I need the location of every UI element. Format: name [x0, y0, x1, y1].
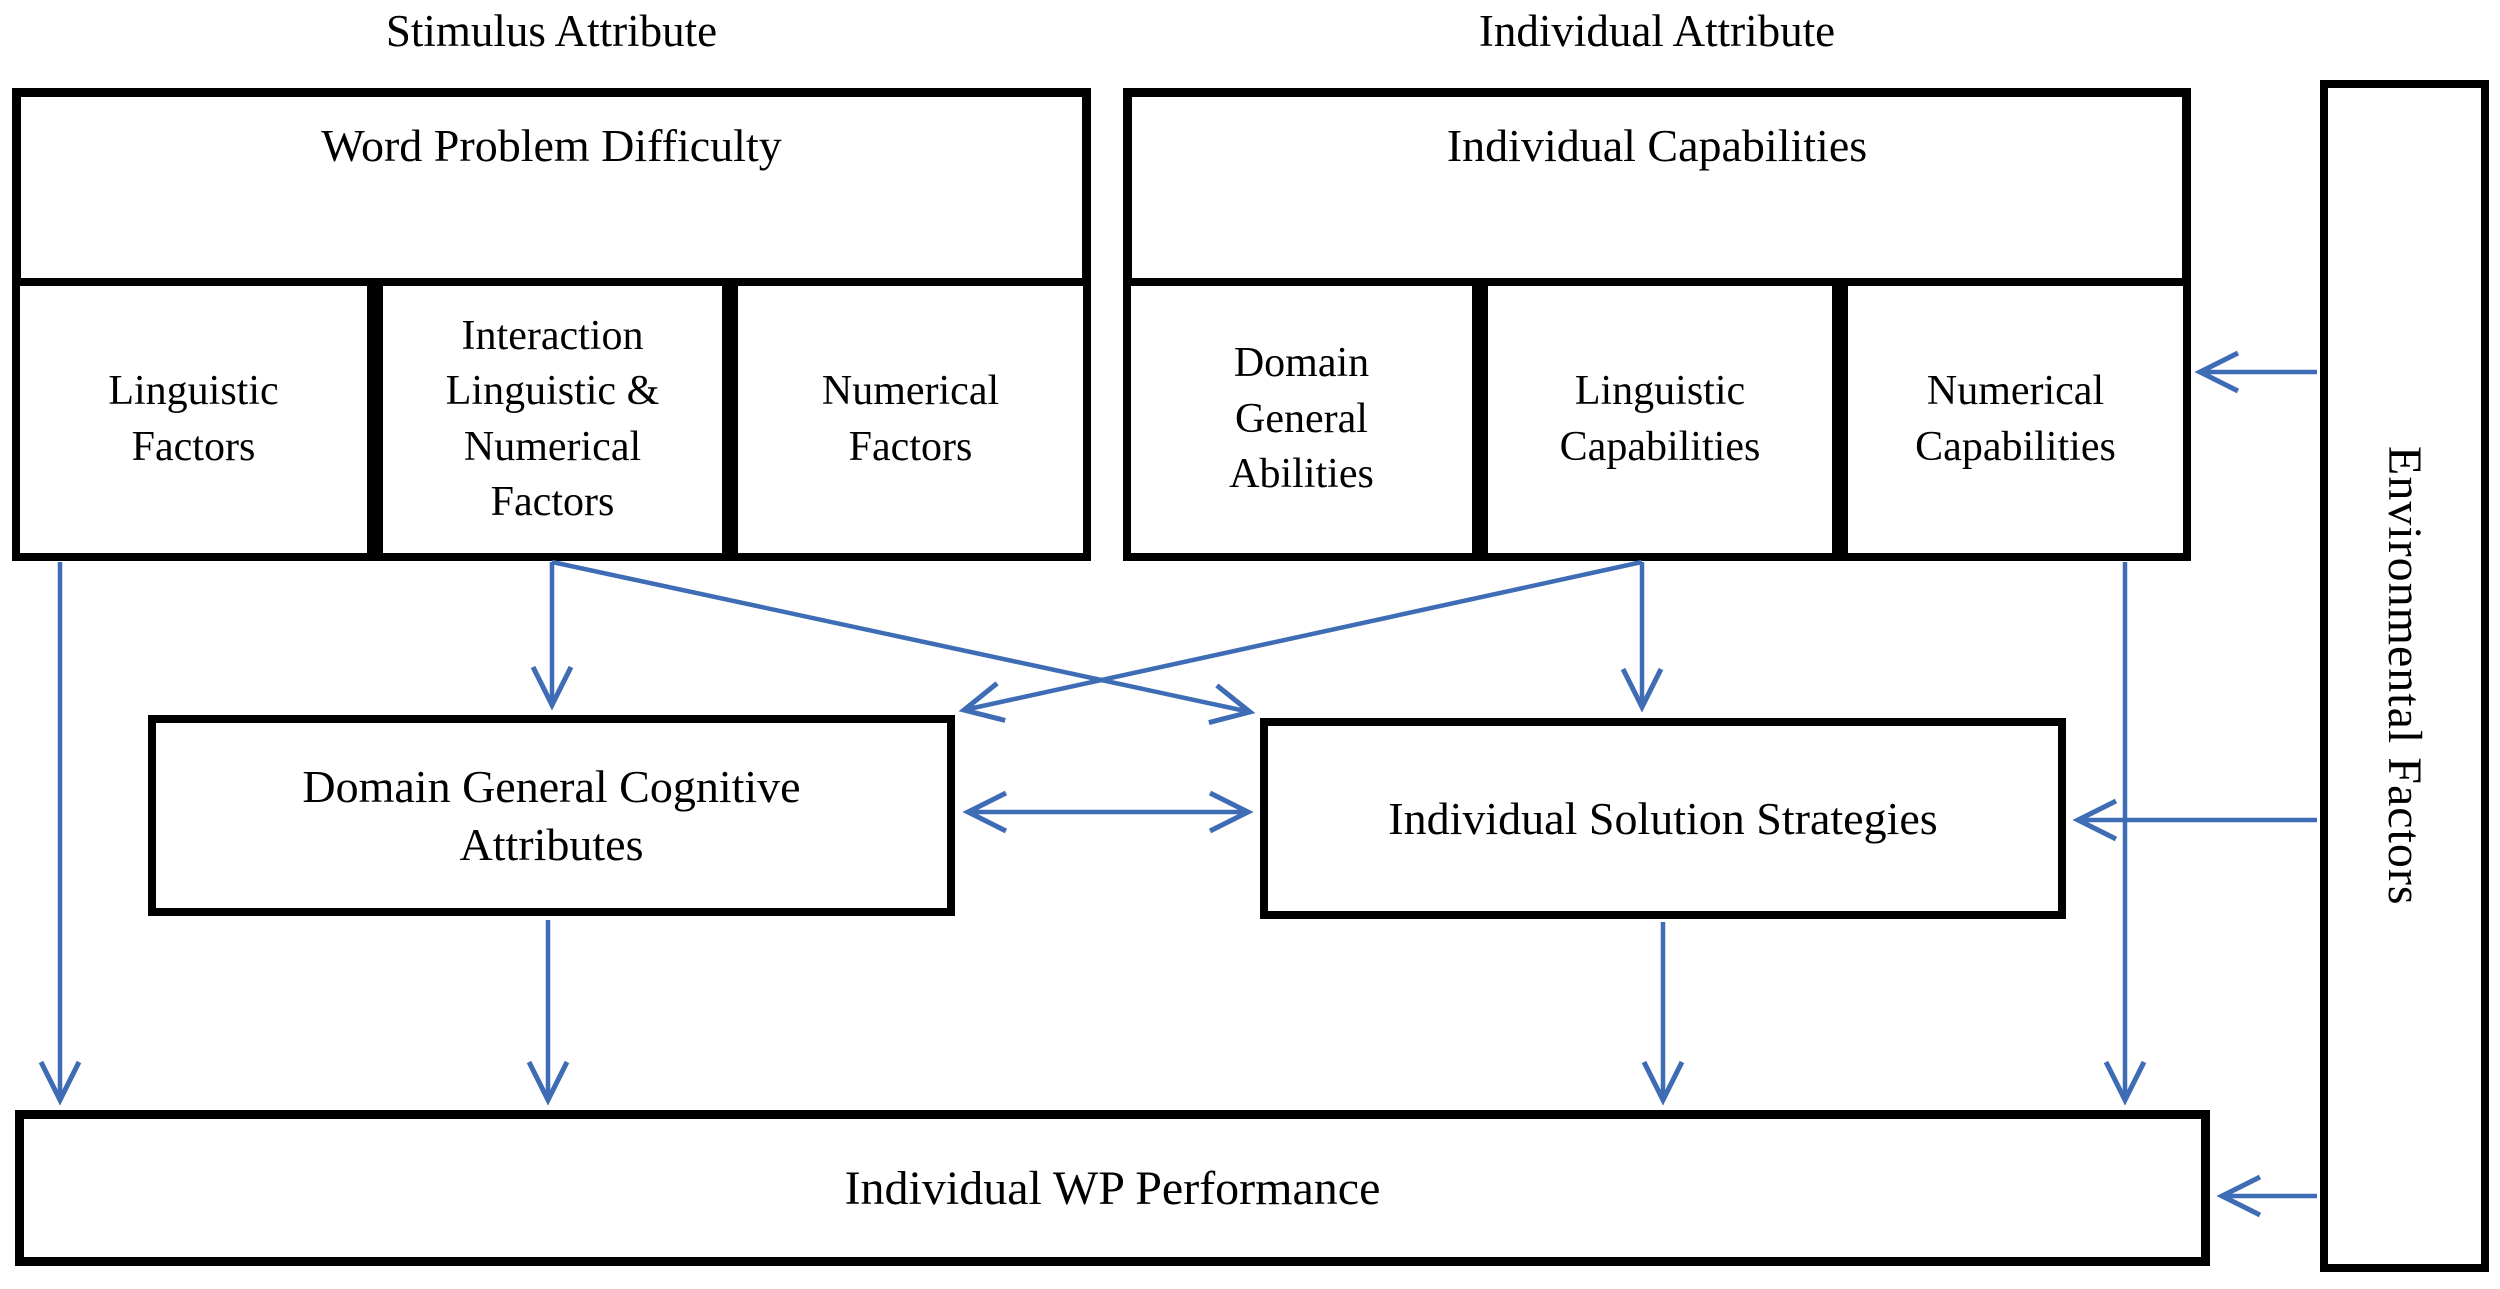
numerical-capabilities-box: Numerical Capabilities [1840, 278, 2191, 561]
numerical-factors-box: Numerical Factors [730, 278, 1091, 561]
individual-capabilities-subrow: Domain General Abilities Linguistic Capa… [1123, 278, 2191, 561]
arrow-interaction-to-iss [551, 559, 1256, 726]
stimulus-attribute-heading: Stimulus Attribute [385, 6, 718, 56]
domain-general-cognitive-attributes-box: Domain General Cognitive Attributes [148, 715, 955, 916]
individual-wp-performance-box: Individual WP Performance [15, 1110, 2210, 1266]
linguistic-capabilities-box: Linguistic Capabilities [1480, 278, 1840, 561]
arrow-linguistic-capabilities-to-dgca [958, 559, 1643, 723]
individual-attribute-heading: Individual Attribute [1478, 6, 1836, 56]
individual-solution-strategies-box: Individual Solution Strategies [1260, 718, 2066, 919]
interaction-factors-box: Interaction Linguistic & Numerical Facto… [375, 278, 730, 561]
word-problem-difficulty-subrow: Linguistic Factors Interaction Linguisti… [12, 278, 1091, 561]
domain-general-abilities-box: Domain General Abilities [1123, 278, 1480, 561]
word-problem-difficulty-title: Word Problem Difficulty [321, 120, 782, 171]
environmental-factors-box: Environmental Factors [2320, 80, 2489, 1272]
linguistic-factors-box: Linguistic Factors [12, 278, 375, 561]
individual-capabilities-title: Individual Capabilities [1446, 120, 1868, 171]
environmental-factors-label: Environmental Factors [2378, 446, 2431, 906]
